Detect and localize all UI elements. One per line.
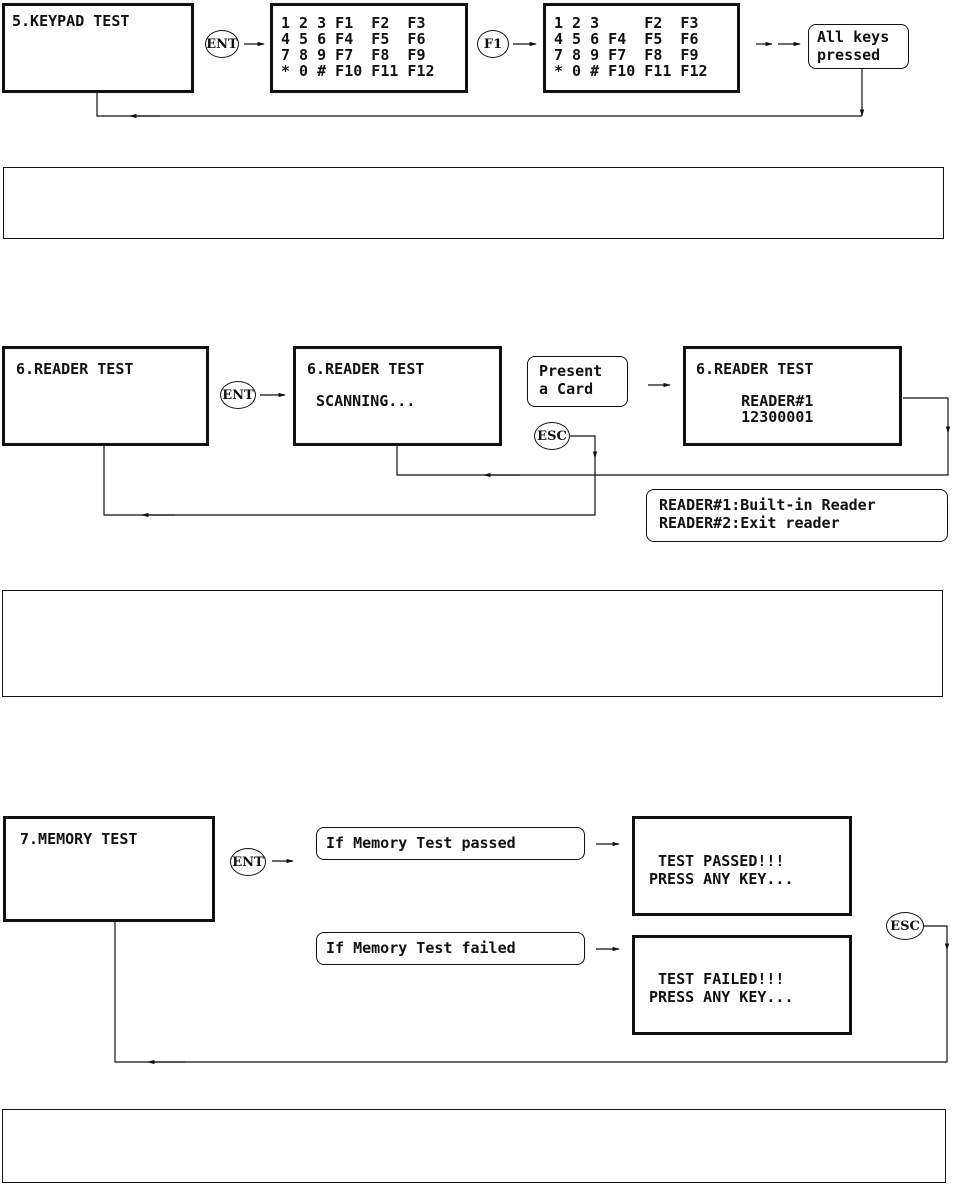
- loop-bottom-keypad: [96, 93, 862, 117]
- reader-note-box: [2, 590, 943, 697]
- reader-scanning-screen: 6.READER TEST SCANNING...: [293, 346, 502, 446]
- keypad-keys-screen-after-f1: 1 2 3 F2 F3 4 5 6 F4 F5 F6 7 8 9 F7 F8 F…: [543, 3, 740, 93]
- esc-to-down: [570, 435, 598, 459]
- keypad-title-screen: 5.KEYPAD TEST: [2, 3, 194, 93]
- f1-key-icon[interactable]: F1: [477, 30, 509, 58]
- memory-title-screen: 7.MEMORY TEST: [3, 816, 215, 922]
- memory-title-text: 7.MEMORY TEST: [20, 830, 138, 848]
- reader-scanning-text: 6.READER TEST SCANNING...: [307, 360, 425, 410]
- keypad-keys-text-initial: 1 2 3 F1 F2 F3 4 5 6 F4 F5 F6 7 8 9 F7 F…: [281, 14, 435, 80]
- reader-title-text: 6.READER TEST: [16, 360, 134, 378]
- keypad-note-box: [3, 167, 944, 239]
- loop-result-right: [903, 397, 951, 434]
- memory-passed-text: TEST PASSED!!! PRESS ANY KEY...: [649, 852, 794, 888]
- memory-passed-screen: TEST PASSED!!! PRESS ANY KEY...: [632, 816, 852, 916]
- memory-ent-key-icon[interactable]: ENT: [230, 848, 266, 876]
- present-card-label: Present a Card: [527, 356, 628, 407]
- all-keys-pressed-label: All keys pressed: [808, 24, 909, 69]
- keypad-keys-text-after-f1: 1 2 3 F2 F3 4 5 6 F4 F5 F6 7 8 9 F7 F8 F…: [554, 14, 708, 80]
- loop-esc-bottom: [103, 446, 596, 516]
- memory-failed-condition: If Memory Test failed: [316, 932, 585, 965]
- memory-note-box: [2, 1109, 946, 1183]
- reader-result-text: 6.READER TEST READER#1 12300001: [696, 360, 814, 426]
- memory-failed-text: TEST FAILED!!! PRESS ANY KEY...: [649, 970, 794, 1006]
- reader-esc-key-icon[interactable]: ESC: [534, 422, 570, 450]
- memory-failed-screen: TEST FAILED!!! PRESS ANY KEY...: [632, 935, 852, 1035]
- reader-title-screen: 6.READER TEST: [2, 346, 209, 446]
- reader-result-screen: 6.READER TEST READER#1 12300001: [683, 346, 902, 446]
- reader-legend-label: READER#1:Built-in Reader READER#2:Exit r…: [646, 489, 948, 542]
- esc-memory-down: [924, 925, 950, 951]
- keypad-keys-screen-initial: 1 2 3 F1 F2 F3 4 5 6 F4 F5 F6 7 8 9 F7 F…: [270, 3, 468, 93]
- ent-key-icon[interactable]: ENT: [205, 30, 239, 58]
- memory-passed-condition: If Memory Test passed: [316, 827, 585, 860]
- reader-ent-key-icon[interactable]: ENT: [220, 381, 256, 409]
- memory-esc-key-icon[interactable]: ESC: [886, 912, 924, 940]
- keypad-title-text: 5.KEYPAD TEST: [12, 12, 130, 30]
